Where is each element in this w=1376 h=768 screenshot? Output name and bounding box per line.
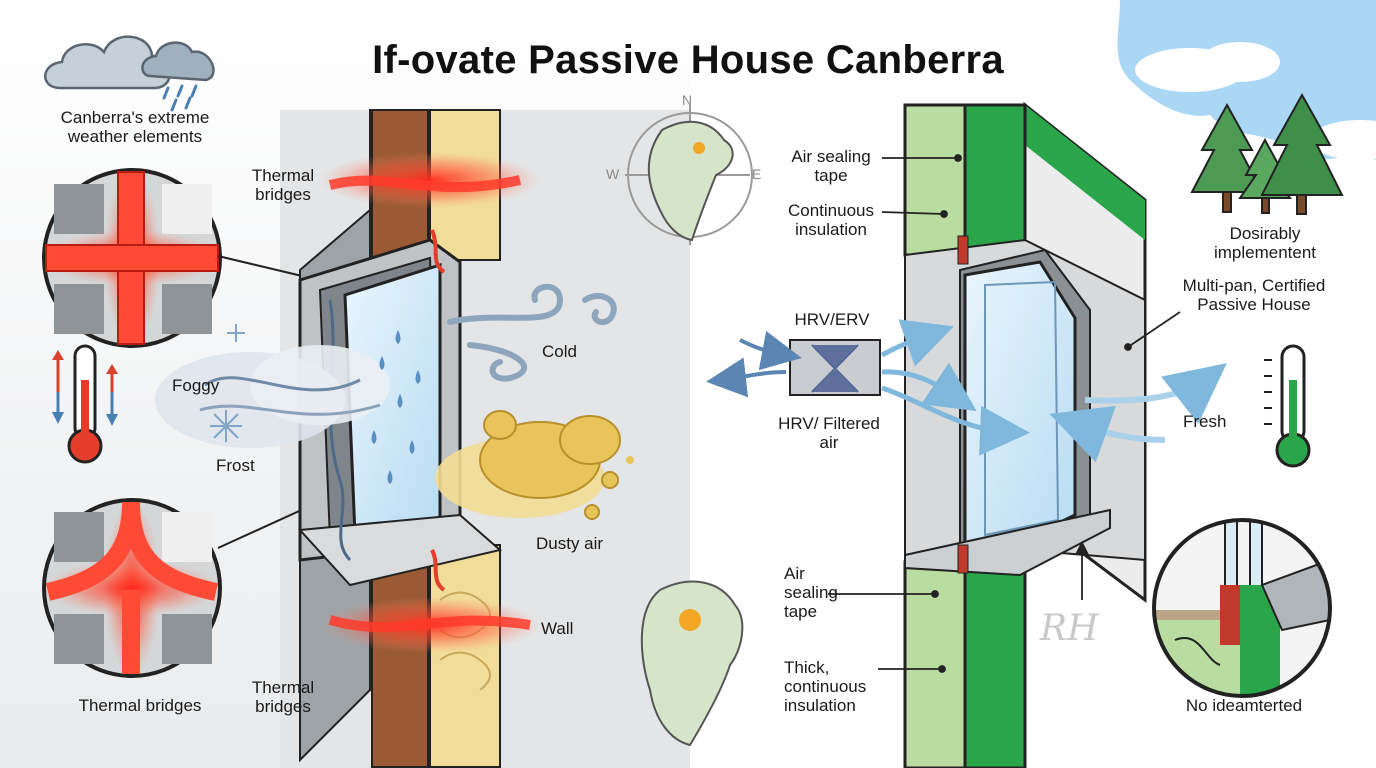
- compass-east: E: [752, 166, 762, 182]
- passive-house-wall-section: RH: [903, 101, 1147, 768]
- thermometer-hot-icon: [52, 344, 118, 464]
- compass-west: W: [606, 166, 620, 182]
- heat-leak-glow: [320, 152, 540, 653]
- seal-detail-circle: [1152, 518, 1332, 698]
- fog-cloud-icon: [155, 345, 390, 448]
- continuous-insulation-label: Continuous insulation: [787, 201, 874, 239]
- air-sealing-top-label: Air sealing tape: [791, 147, 871, 185]
- no-ideamterted-label: No ideamterted: [1185, 696, 1303, 715]
- cloud-rain-icon: [44, 35, 215, 112]
- thermal-bridge-detail-bottom: [42, 498, 222, 678]
- compass-icon: [625, 105, 753, 245]
- fresh-label: Fresh: [1183, 412, 1227, 431]
- hrv-filtered-label: HRV/ Filtered air: [778, 414, 880, 452]
- hrv-unit-icon: [706, 319, 1030, 456]
- leader-lines: [828, 154, 1181, 673]
- pine-trees-icon: [1190, 92, 1344, 215]
- fresh-air-arrows: [1049, 363, 1227, 463]
- thermometer-green-icon: [1264, 344, 1311, 468]
- thermal-bridge-detail-top: [42, 168, 222, 348]
- watermark: RH: [1039, 608, 1099, 649]
- cold-label: Cold: [542, 342, 577, 361]
- wall-label: Wall: [541, 619, 574, 638]
- dosirably-label: Dosirably implementent: [1213, 224, 1317, 262]
- air-sealing-bottom-label: Air sealing tape: [784, 564, 838, 621]
- condensation-drops: [371, 330, 421, 484]
- thermal-bridges-top-label: Thermal bridges: [251, 166, 315, 204]
- dusty-air-label: Dusty air: [536, 534, 604, 553]
- cold-wind-icon: [447, 283, 617, 382]
- thermal-bridges-bottom-label: Thermal bridges: [251, 678, 315, 716]
- dust-cloud-icon: [435, 410, 634, 520]
- snowflake-icon: [210, 324, 245, 442]
- page-title: If-ovate Passive House Canberra: [372, 38, 1004, 82]
- hrv-erv-label: HRV/ERV: [794, 310, 870, 329]
- thermal-bridges-circle-label: Thermal bridges: [78, 696, 202, 715]
- frost-label: Frost: [216, 456, 255, 475]
- compass-north: N: [682, 92, 693, 108]
- foggy-label: Foggy: [172, 376, 220, 395]
- weather-caption: Canberra's extreme weather elements: [60, 108, 210, 146]
- multipan-label: Multi-pan, Certified Passive House: [1182, 276, 1326, 314]
- thick-insulation-label: Thick, continuous insulation: [784, 658, 867, 715]
- map-outline-icon: [640, 580, 744, 747]
